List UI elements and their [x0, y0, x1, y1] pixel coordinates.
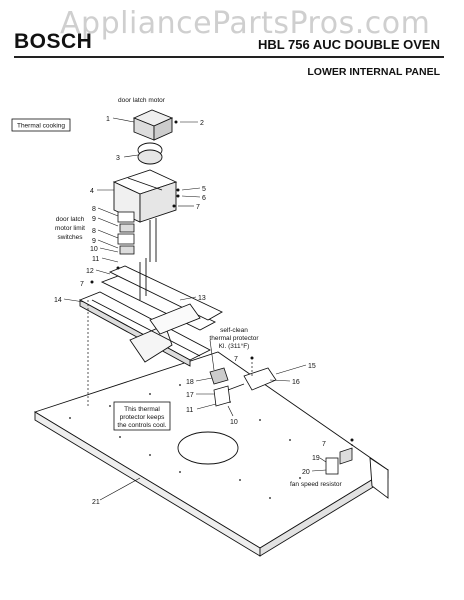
base-panel [33, 351, 389, 557]
callout: 7 [196, 204, 200, 211]
protector-label-2: thermal protector [209, 335, 259, 342]
callout: 14 [54, 297, 62, 304]
thermal-cooking-box: Thermal cooking [11, 118, 71, 132]
callout: 9 [92, 216, 96, 223]
callout: 11 [186, 407, 193, 414]
model-title: HBL 756 AUC DOUBLE OVEN [257, 37, 440, 52]
note-line-2: protector keeps [120, 414, 166, 421]
callout: 11 [92, 256, 99, 263]
callout: 2 [200, 120, 204, 127]
thermal-note-box: This thermal protector keeps the control… [113, 401, 171, 431]
protector-label-3: Kl. (311°F) [219, 342, 250, 350]
brand-logo: BOSCH [14, 30, 93, 53]
callout: 10 [230, 419, 238, 426]
callout: 13 [198, 295, 206, 302]
motor-bracket [112, 169, 178, 262]
callout: 4 [90, 188, 94, 195]
thermal-cooking-label: Thermal cooking [17, 123, 65, 130]
switches-label-2: motor limit [55, 225, 85, 232]
protector-label-1: self-clean [220, 327, 248, 334]
callout: 19 [312, 455, 320, 462]
limit-switches [117, 211, 135, 255]
door-latch-motor [132, 109, 174, 165]
callout: 10 [90, 246, 98, 253]
note-line-3: the controls cool. [117, 422, 166, 429]
callout: 1 [106, 116, 110, 123]
callout: 3 [116, 155, 120, 162]
header-rule [14, 56, 444, 58]
door-latch-motor-label: door latch motor [118, 97, 166, 104]
panel-title: LOWER INTERNAL PANEL [307, 66, 440, 78]
callout: 20 [302, 469, 310, 476]
callouts: 1 2 3 4 5 6 7 8 9 8 9 10 11 12 7 13 14 7… [54, 116, 326, 506]
fan-speed-resistor [325, 447, 353, 475]
callout: 5 [202, 186, 206, 193]
switches-label-1: door latch [56, 216, 85, 223]
callout: 8 [92, 206, 96, 213]
screws [90, 120, 354, 442]
support-rails [100, 258, 223, 335]
callout: 7 [234, 356, 238, 363]
leader-lines [63, 117, 327, 501]
thermal-protector-assembly [209, 367, 277, 407]
switches-label-3: switches [58, 234, 84, 241]
callout: 7 [322, 441, 326, 448]
callout: 21 [92, 499, 100, 506]
fan-resistor-label: fan speed resistor [290, 481, 343, 488]
callout: 18 [186, 379, 194, 386]
callout: 16 [292, 379, 300, 386]
leader-dashes [87, 300, 353, 452]
callout: 12 [86, 268, 94, 275]
callout: 15 [308, 363, 316, 370]
callout: 8 [92, 228, 96, 235]
callout: 6 [202, 195, 206, 202]
note-line-1: This thermal [124, 406, 160, 413]
callout: 7 [80, 281, 84, 288]
long-bracket [78, 291, 211, 367]
callout: 17 [186, 392, 194, 399]
watermark: AppliancePartsPros.com [60, 6, 431, 41]
callout: 9 [92, 238, 96, 245]
